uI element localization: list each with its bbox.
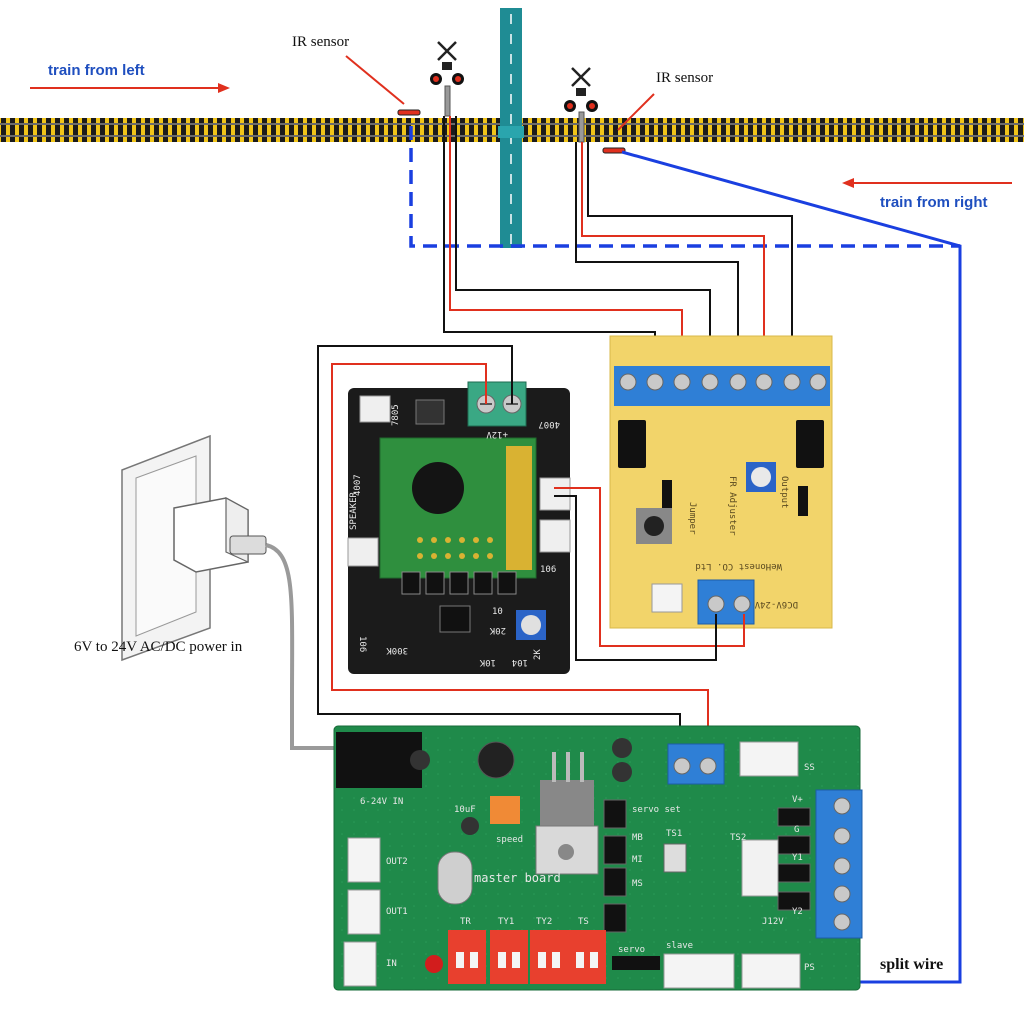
silk-10uf: 10uF bbox=[454, 805, 476, 815]
road-crossing bbox=[498, 8, 524, 248]
ir-sensor-left-pointer bbox=[345, 55, 405, 105]
silk-ss: SS bbox=[804, 763, 815, 773]
silk-vplus: V+ bbox=[792, 795, 803, 805]
silk-ty1: TY1 bbox=[498, 917, 514, 927]
silk-mb: MB bbox=[632, 833, 643, 843]
silk-ty2: TY2 bbox=[536, 917, 552, 927]
usb-charger bbox=[173, 496, 336, 750]
silk-wehonest: WeHonest CO. Ltd bbox=[695, 561, 782, 571]
power-wires bbox=[317, 345, 745, 756]
silk-output: Output bbox=[779, 476, 789, 509]
silk-ts2: TS2 bbox=[730, 833, 746, 843]
master-board: 6-24V IN 10uF speed servo set MB MI MS m… bbox=[333, 725, 863, 991]
silk-j12v: J12V bbox=[762, 917, 784, 927]
silk-out2: OUT2 bbox=[386, 857, 408, 867]
crossing-signal-right bbox=[564, 67, 598, 143]
silk-speaker: SPEAKER bbox=[349, 491, 359, 530]
silk-2k: 2K bbox=[533, 649, 543, 660]
silk-12v: +12V bbox=[486, 429, 508, 439]
silk-dc6v-24v: DC6V-24V bbox=[754, 599, 798, 609]
silk-10: 10 bbox=[492, 607, 503, 617]
label-ir-sensor-right: IR sensor bbox=[656, 70, 714, 86]
silk-servo: servo bbox=[618, 945, 645, 955]
silk-ts1: TS1 bbox=[666, 829, 682, 839]
silk-7805: 7805 bbox=[391, 404, 401, 426]
silk-in: IN bbox=[386, 959, 397, 969]
label-split-wire: split wire bbox=[880, 956, 944, 973]
crossing-signal-left bbox=[430, 41, 464, 117]
silk-tr: TR bbox=[460, 917, 471, 927]
sensor-wire-blue bbox=[409, 126, 962, 984]
silk-20k: 20K bbox=[489, 625, 506, 635]
label-ir-sensor-left: IR sensor bbox=[292, 34, 350, 50]
silk-ps: PS bbox=[804, 963, 815, 973]
silk-6-24v-in: 6-24V IN bbox=[360, 797, 403, 807]
silk-ts: TS bbox=[578, 917, 589, 927]
ir-sensor-right-pointer bbox=[617, 93, 655, 131]
silk-y1: Y1 bbox=[792, 853, 803, 863]
silk-servo-set: servo set bbox=[632, 805, 681, 815]
silk-104: 104 bbox=[512, 657, 528, 667]
ir-sensor-left bbox=[397, 109, 421, 116]
silk-speed: speed bbox=[496, 835, 523, 845]
sound-board: 7805 +12V 4007 4007 SPEAKER 106 300K 10K… bbox=[347, 381, 571, 674]
silk-g: G bbox=[794, 825, 799, 835]
silk-fr-adjuster: FR Adjuster bbox=[727, 476, 737, 536]
label-power-in: 6V to 24V AC/DC power in bbox=[74, 639, 243, 655]
ir-board: FR Adjuster Output Jumper WeHonest CO. L… bbox=[609, 335, 833, 629]
silk-jumper: Jumper bbox=[687, 502, 697, 535]
silk-4007-b: 4007 bbox=[353, 474, 363, 496]
silk-master-board: master board bbox=[474, 871, 561, 885]
silk-mi: MI bbox=[632, 855, 643, 865]
silk-106-a: 106 bbox=[540, 565, 556, 575]
silk-10k: 10K bbox=[479, 657, 496, 667]
ir-sensor-right bbox=[602, 147, 626, 154]
silk-300k: 300K bbox=[386, 645, 408, 655]
silk-106-b: 106 bbox=[357, 636, 367, 652]
silk-ms: MS bbox=[632, 879, 643, 889]
silk-slave: slave bbox=[666, 941, 693, 951]
label-train-from-right: train from right bbox=[880, 194, 988, 211]
silk-4007-a: 4007 bbox=[538, 419, 560, 429]
arrow-right bbox=[30, 83, 230, 93]
arrow-left bbox=[842, 178, 1012, 188]
wall-outlet bbox=[121, 434, 211, 662]
silk-out1: OUT1 bbox=[386, 907, 408, 917]
silk-y2: Y2 bbox=[792, 907, 803, 917]
label-train-from-left: train from left bbox=[48, 62, 145, 79]
